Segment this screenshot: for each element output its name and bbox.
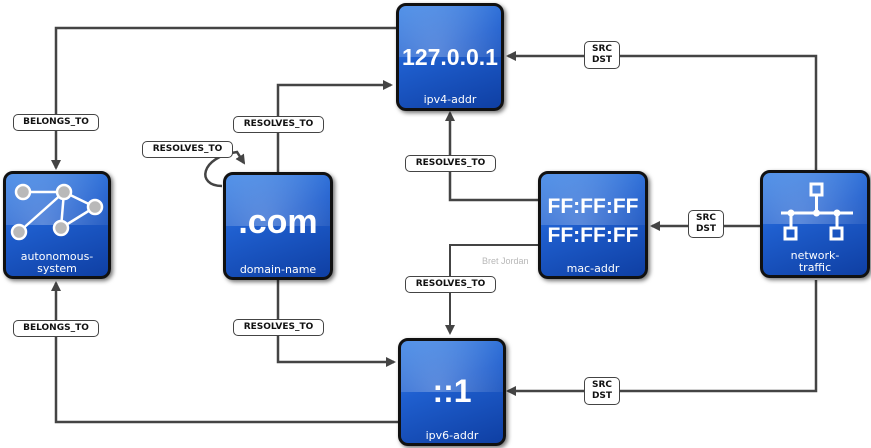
edge-traffic-ipv4 xyxy=(506,51,818,170)
node-mac-addr[interactable]: FF:FF:FF FF:FF:FF mac-addr xyxy=(538,171,648,279)
edge-label-belongs-to-top: BELONGS_TO xyxy=(13,114,99,131)
traffic-ipv6-dst: DST xyxy=(591,391,613,401)
traffic-ipv4-src: SRC xyxy=(591,44,613,54)
ipv4-value: 127.0.0.1 xyxy=(402,44,498,70)
traffic-mac-src: SRC xyxy=(695,213,717,223)
edge-ipv6-belongs-to-as xyxy=(51,281,398,424)
traffic-label-line1: network- xyxy=(790,249,840,262)
node-ipv4-addr[interactable]: 127.0.0.1 ipv4-addr xyxy=(396,3,504,111)
ipv6-label: ipv6-addr xyxy=(425,429,479,442)
edge-label-resolves-ipv4-mac: RESOLVES_TO xyxy=(405,155,496,172)
network-topology-icon xyxy=(781,182,853,241)
node-ipv6-addr[interactable]: ::1 ipv6-addr xyxy=(398,338,506,446)
domain-label: domain-name xyxy=(239,263,317,276)
traffic-ipv6-src: SRC xyxy=(591,380,613,390)
as-label-line1: autonomous- xyxy=(20,250,94,263)
edge-label-resolves-ipv6-mac: RESOLVES_TO xyxy=(405,276,496,293)
edge-label-resolves-domain-ipv6: RESOLVES_TO xyxy=(233,319,324,336)
author-credit: Bret Jordan xyxy=(482,256,529,266)
domain-value: .com xyxy=(238,203,318,241)
edge-domain-resolves-to-ipv4 xyxy=(276,80,393,172)
node-network-traffic[interactable]: network- traffic xyxy=(760,170,870,278)
edge-label-traffic-ipv4: SRC DST xyxy=(584,41,620,69)
edge-mac-resolves-to-ipv4 xyxy=(445,111,538,202)
mac-label: mac-addr xyxy=(566,262,620,275)
edge-domain-resolves-to-ipv6 xyxy=(276,280,396,367)
traffic-ipv4-dst: DST xyxy=(591,55,613,65)
traffic-mac-dst: DST xyxy=(695,224,717,234)
edge-label-resolves-self: RESOLVES_TO xyxy=(142,141,233,158)
as-label-line2: system xyxy=(37,262,77,275)
edge-label-resolves-domain-ipv4: RESOLVES_TO xyxy=(233,116,324,133)
node-autonomous-system[interactable]: autonomous- system xyxy=(3,171,111,279)
edge-domain-self-resolves xyxy=(204,150,246,188)
ipv4-label: ipv4-addr xyxy=(423,93,477,106)
edge-mac-resolves-to-ipv6 xyxy=(445,244,538,335)
edge-traffic-ipv6 xyxy=(506,280,818,396)
mac-value-line1: FF:FF:FF xyxy=(547,195,639,218)
traffic-label-line2: traffic xyxy=(798,261,832,274)
edge-label-traffic-mac: SRC DST xyxy=(688,210,724,238)
network-graph-icon xyxy=(10,183,104,241)
edge-label-traffic-ipv6: SRC DST xyxy=(584,377,620,405)
ipv6-value: ::1 xyxy=(432,373,472,409)
node-domain-name[interactable]: .com domain-name xyxy=(223,172,333,280)
edge-label-belongs-to-bottom: BELONGS_TO xyxy=(13,320,99,337)
mac-value-line2: FF:FF:FF xyxy=(547,224,639,247)
